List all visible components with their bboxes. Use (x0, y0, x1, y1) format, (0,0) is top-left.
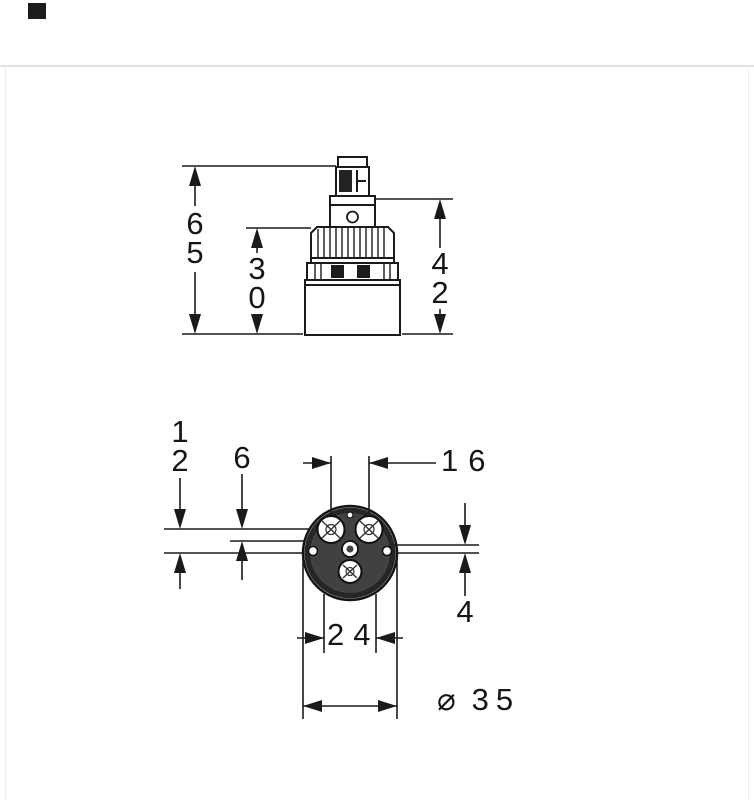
cartridge-shoulder (329, 195, 376, 228)
dimension-6 (230, 474, 304, 580)
cartridge-side-view (304, 156, 401, 336)
cartridge-bottom-view (301, 504, 399, 602)
page-edge-left (5, 66, 6, 800)
diameter-symbol: ⌀ (437, 682, 456, 718)
header-divider (0, 65, 754, 67)
inlet-port-right (354, 515, 384, 544)
dimension-12 (164, 478, 309, 589)
alignment-hole-right (381, 545, 393, 557)
alignment-hole-left (307, 545, 319, 557)
alignment-hole-top (346, 511, 354, 519)
outlet-port (337, 559, 363, 584)
logo-mark (28, 3, 46, 19)
dimension-diameter-35 (302, 556, 398, 719)
dim-bottom-spacing-label: 24 (327, 617, 380, 652)
diameter-value: 35 (471, 682, 521, 717)
cartridge-ring (306, 262, 399, 281)
cartridge-cap (310, 226, 395, 264)
cartridge-body (304, 279, 401, 336)
dimension-65 (182, 165, 336, 335)
dim-port-offset-label: 12 (171, 414, 189, 479)
dim-diameter-label: ⌀ 35 (437, 682, 521, 718)
cartridge-stem (335, 156, 370, 197)
dimension-4 (394, 503, 479, 596)
dim-side-offset-label: 4 (456, 594, 474, 629)
dimension-24 (297, 594, 403, 653)
dim-total-height-label: 65 (186, 206, 204, 271)
dim-center-offset-label: 6 (233, 440, 251, 475)
inlet-port-left (316, 515, 346, 544)
dim-lower-section-label: 42 (431, 246, 449, 311)
dim-top-port-spacing-label: 16 (441, 443, 496, 478)
dim-upper-section-label: 30 (248, 251, 266, 316)
dimension-16 (303, 456, 436, 514)
dimension-42 (374, 198, 453, 335)
page-edge-right (748, 66, 749, 800)
center-pivot (341, 540, 359, 558)
dimension-30 (246, 227, 311, 334)
